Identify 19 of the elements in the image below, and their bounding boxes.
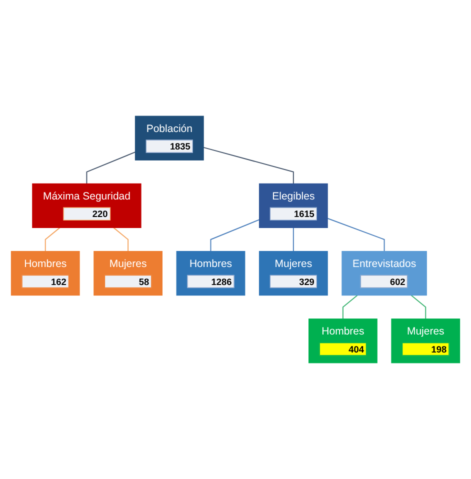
connector xyxy=(86,152,136,184)
connector xyxy=(44,227,60,252)
connector xyxy=(292,227,294,252)
connector xyxy=(342,294,358,320)
node-box: Mujeres 58 xyxy=(94,250,162,296)
node-box: Máxima Seguridad 220 xyxy=(32,183,142,228)
connector xyxy=(410,294,426,320)
node-box: Entrevistados 602 xyxy=(342,250,427,296)
node-box: Hombres 162 xyxy=(10,250,80,296)
node-box: Población 1835 xyxy=(134,116,204,160)
node-box: Elegibles 1615 xyxy=(258,183,328,228)
connector xyxy=(203,146,294,184)
node-box: Hombres 1286 xyxy=(176,250,246,296)
node-box: Hombres 404 xyxy=(308,318,378,364)
node-box: Mujeres 329 xyxy=(258,250,328,296)
node-box: Mujeres 198 xyxy=(391,318,460,364)
connector xyxy=(210,219,260,252)
connector xyxy=(327,218,385,252)
connector xyxy=(113,227,129,252)
